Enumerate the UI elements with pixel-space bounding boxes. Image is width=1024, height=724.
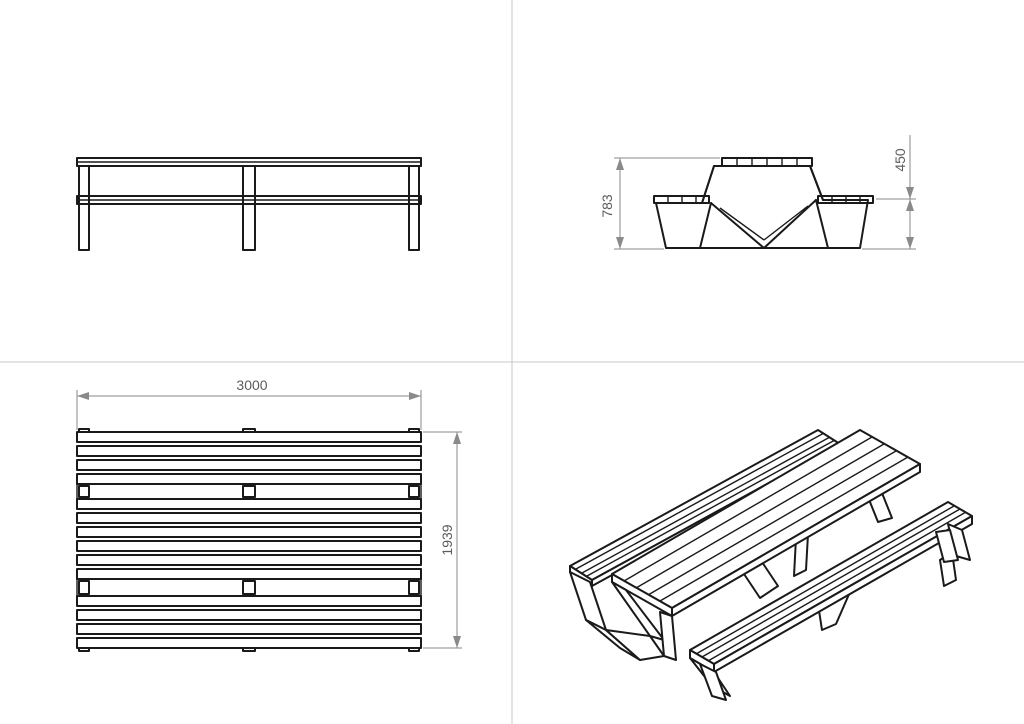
dimension-depth: 1939 (423, 431, 462, 649)
dimension-seat-height: 450 (862, 135, 916, 250)
isometric-view (569, 429, 973, 701)
dimension-label-total-height: 783 (599, 194, 615, 218)
dimension-total-height: 783 (599, 157, 720, 250)
iso-bench-front (689, 501, 973, 673)
iso-tabletop (611, 429, 921, 617)
iso-front-frame (605, 581, 677, 661)
side-view-table-slats (721, 157, 813, 167)
dimension-label-width: 3000 (236, 377, 267, 393)
dimension-label-seat-height: 450 (892, 148, 908, 172)
top-view: 3000 1939 (76, 377, 462, 652)
side-view-seat-left (653, 195, 710, 204)
iso-front-bench-legs (689, 523, 971, 701)
side-view-frame (655, 165, 869, 249)
dimension-label-depth: 1939 (439, 524, 455, 555)
dimension-width: 3000 (76, 377, 422, 430)
front-view-leg-left (78, 165, 90, 251)
front-view-leg-middle (242, 165, 256, 251)
side-view: 783 450 (599, 135, 916, 250)
front-view (76, 157, 422, 251)
front-view-leg-right (408, 165, 420, 251)
